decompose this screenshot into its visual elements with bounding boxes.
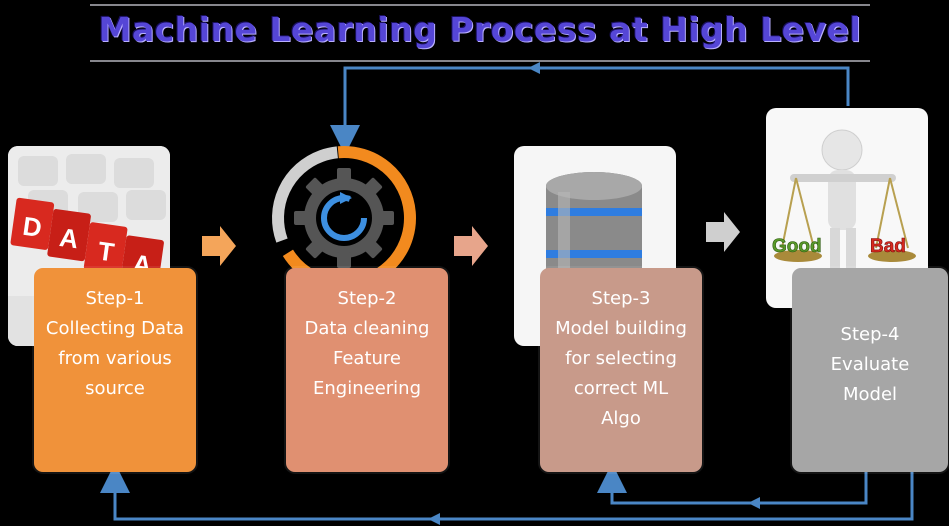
inner-feedback-midarrow xyxy=(748,497,760,509)
step-2-label: Step-2 xyxy=(337,288,397,309)
step-2-description: Data cleaning Feature Engineering xyxy=(304,318,430,399)
step-4-box: Step-4 Evaluate Model xyxy=(792,268,948,472)
title-bar: Machine Learning Process at High Level xyxy=(90,4,870,62)
step-4-description: Evaluate Model xyxy=(830,354,910,405)
scale-graphic: Good Bad xyxy=(772,129,916,272)
step-1-description: Collecting Data from various source xyxy=(45,318,185,399)
good-label: Good xyxy=(772,236,822,257)
step-4-label: Step-4 xyxy=(840,324,900,345)
data-letter: A xyxy=(58,222,81,254)
step-1-label: Step-1 xyxy=(85,288,145,309)
step-2-box: Step-2 Data cleaning Feature Engineering xyxy=(286,268,448,472)
step-3-label: Step-3 xyxy=(591,288,651,309)
arrow-right-icon xyxy=(706,212,740,252)
title-bottom-rule xyxy=(90,60,870,62)
step-3-description: Model building for selecting correct ML … xyxy=(555,318,687,429)
arrow-right-icon xyxy=(202,226,236,266)
arrow-right-icon xyxy=(454,226,488,266)
step-3-box: Step-3 Model building for selecting corr… xyxy=(540,268,702,472)
top-feedback-midarrow xyxy=(528,62,540,74)
step-1-box: Step-1 Collecting Data from various sour… xyxy=(34,268,196,472)
bad-label: Bad xyxy=(870,236,906,257)
bottom-feedback-arrow xyxy=(100,463,914,521)
diagram-title: Machine Learning Process at High Level xyxy=(98,10,862,49)
data-letter: T xyxy=(96,235,116,267)
inner-feedback-arrow xyxy=(597,463,868,505)
title-top-rule xyxy=(90,4,870,6)
data-letter: D xyxy=(21,211,44,243)
top-feedback-arrow xyxy=(330,66,850,155)
bottom-feedback-midarrow xyxy=(428,513,440,525)
